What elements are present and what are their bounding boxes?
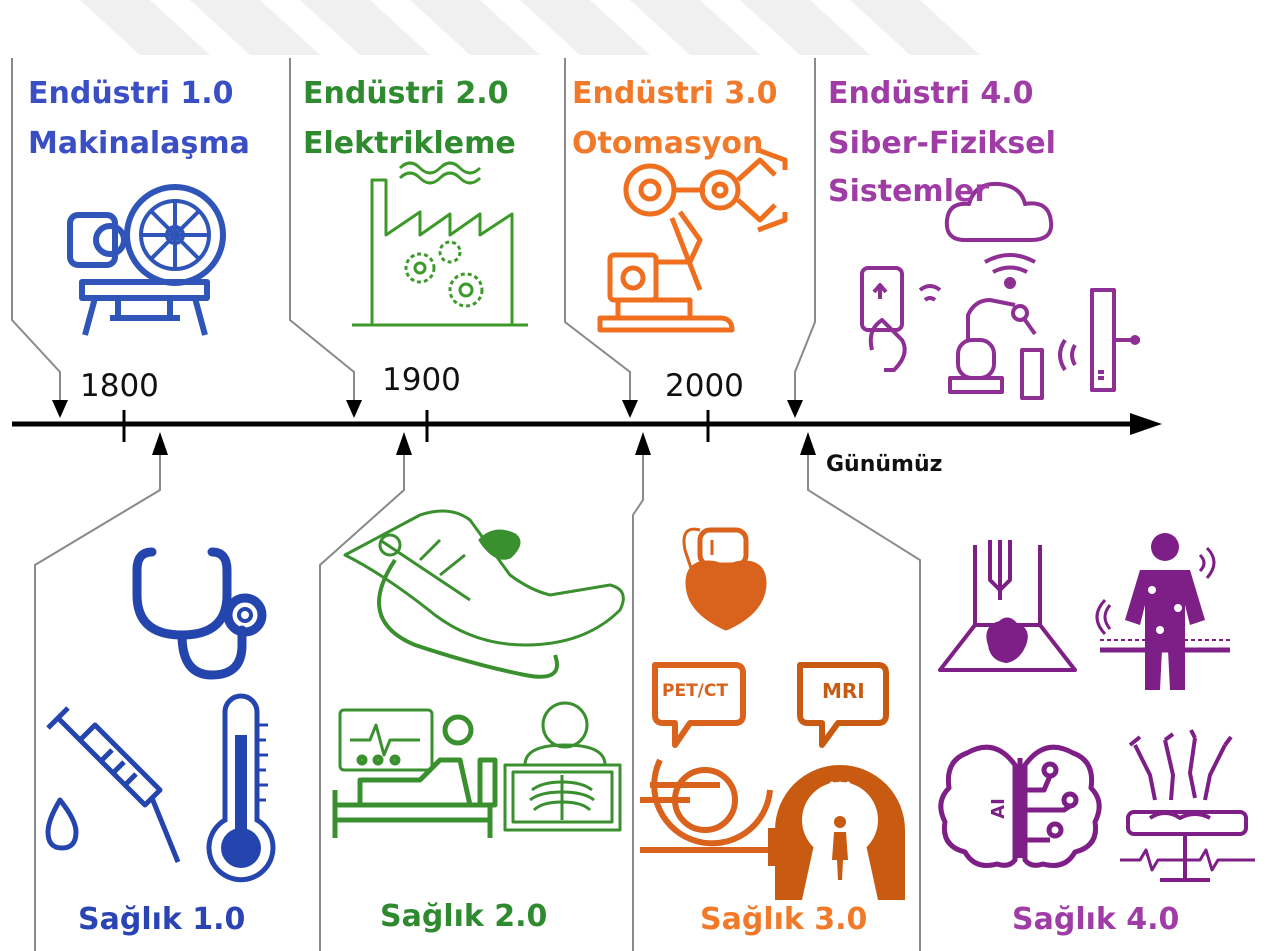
health-2-label: Sağlık 2.0	[380, 899, 548, 934]
robotic-surgery-icon	[1120, 729, 1255, 882]
patient-monitor-icon	[332, 708, 498, 838]
year-1900: 1900	[382, 362, 461, 398]
factory-icon	[352, 161, 528, 327]
industry-2-subtitle: Elektrikleme	[303, 126, 516, 161]
mri-scanner-icon	[768, 662, 905, 900]
robot-arm-icon	[597, 147, 788, 333]
wearable-sensor-icon	[1095, 533, 1230, 690]
cyber-physical-icon	[860, 181, 1140, 400]
health-4-label: Sağlık 4.0	[1012, 902, 1180, 937]
industry-1-subtitle: Makinalaşma	[28, 126, 250, 161]
today-label: Günümüz	[826, 452, 943, 477]
year-1800: 1800	[80, 368, 159, 404]
pet-ct-label: PET/CT	[662, 681, 728, 701]
pet-ct-scanner-icon	[640, 662, 773, 853]
stethoscope-icon	[132, 547, 267, 680]
spinning-wheel-icon	[67, 184, 226, 336]
health-frames	[34, 455, 921, 951]
health-3-label: Sağlık 3.0	[700, 902, 868, 937]
xray-icon	[503, 701, 622, 832]
year-2000: 2000	[665, 368, 744, 404]
industry-1-title: Endüstri 1.0	[28, 76, 234, 111]
industry-markers	[52, 400, 803, 418]
industry-3-subtitle: Otomasyon	[572, 126, 764, 161]
industry-3-title: Endüstri 3.0	[572, 76, 778, 111]
ai-brain-icon	[938, 744, 1102, 868]
timeline-axis	[12, 410, 1162, 442]
industry-4-subtitle: Siber-Fiziksel	[828, 126, 1056, 161]
industry-4-title: Endüstri 4.0	[828, 76, 1034, 111]
mri-label: MRI	[822, 679, 865, 703]
pacemaker-icon	[682, 527, 767, 631]
blood-pressure-icon	[343, 509, 625, 679]
ai-label: AI	[987, 798, 1009, 819]
top-chevrons-decoration	[80, 0, 980, 55]
health-1-label: Sağlık 1.0	[78, 902, 246, 937]
syringe-icon	[45, 706, 181, 863]
industry-4-subtitle-2: Sistemler	[828, 174, 990, 209]
health-markers	[152, 432, 816, 455]
industry-2-title: Endüstri 2.0	[303, 76, 509, 111]
industry-frames	[11, 58, 816, 400]
3d-heart-imaging-icon	[938, 540, 1077, 672]
thermometer-icon	[206, 693, 276, 883]
